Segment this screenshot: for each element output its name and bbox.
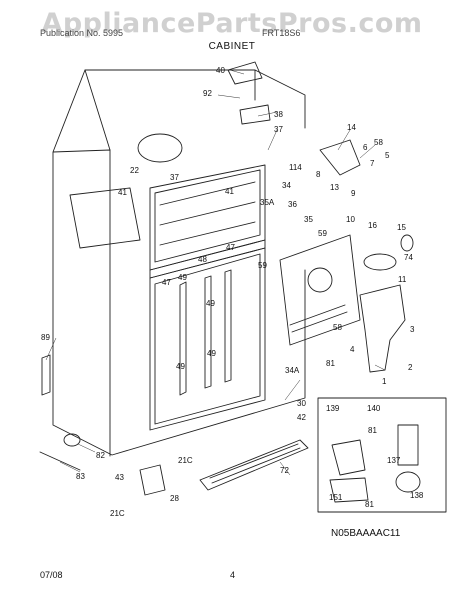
section-title: CABINET	[208, 41, 256, 52]
callout-37: 37	[274, 125, 283, 134]
callout-82: 82	[96, 451, 105, 460]
callout-41-left: 41	[118, 188, 127, 197]
callout-28: 28	[170, 494, 179, 503]
callout-37-freezer: 37	[170, 173, 179, 182]
rear-bracket	[41, 354, 51, 396]
inset-box	[317, 397, 447, 513]
callout-6: 6	[363, 143, 368, 152]
fresh-food-opening	[149, 247, 266, 431]
top-hinge	[227, 61, 263, 85]
thermostat-bracket	[319, 139, 361, 176]
cabinet-shell	[52, 69, 306, 457]
bottom-hinge	[139, 464, 166, 496]
water-valve	[331, 439, 366, 476]
callout-92: 92	[203, 89, 212, 98]
callout-42: 42	[297, 413, 306, 422]
callout-81: 81	[326, 359, 335, 368]
callout-81-inset-b: 81	[365, 500, 374, 509]
callout-151: 151	[329, 493, 343, 502]
callout-81-inset-a: 81	[368, 426, 377, 435]
callout-49-b: 49	[206, 299, 215, 308]
callout-38: 38	[274, 110, 283, 119]
callout-83: 83	[76, 472, 85, 481]
callout-49-c: 49	[207, 349, 216, 358]
callout-22: 22	[130, 166, 139, 175]
callout-2: 2	[408, 363, 413, 372]
callout-35: 35	[304, 215, 313, 224]
footer-date: 07/08	[40, 570, 63, 580]
evaporator-cover	[69, 187, 141, 249]
callout-21C-top: 21C	[178, 456, 193, 465]
callout-114: 114	[289, 163, 302, 172]
callout-21C-bottom: 21C	[110, 509, 125, 518]
toe-grille	[199, 439, 309, 491]
callout-36: 36	[288, 200, 297, 209]
callout-35A: 35A	[260, 198, 275, 207]
callout-15: 15	[397, 223, 406, 232]
control-housing	[279, 234, 361, 346]
callout-4: 4	[350, 345, 355, 354]
filter-cartridge	[397, 424, 419, 466]
air-duct	[359, 284, 406, 373]
callout-9: 9	[351, 189, 356, 198]
watermark: AppliancePartsPros.com	[41, 8, 423, 39]
callout-138: 138	[410, 491, 424, 500]
callout-140: 140	[367, 404, 381, 413]
callout-10: 10	[346, 215, 355, 224]
callout-58-lower: 58	[333, 323, 342, 332]
callout-59-left: 59	[258, 261, 267, 270]
shelf-rail-mid	[204, 275, 212, 389]
lamp-socket	[363, 253, 397, 271]
callout-8: 8	[316, 170, 321, 179]
callout-43: 43	[115, 473, 124, 482]
cabinet-top-edge	[84, 69, 256, 151]
callout-13: 13	[330, 183, 339, 192]
callout-41-mid: 41	[225, 187, 234, 196]
callout-47-left: 47	[162, 278, 171, 287]
callout-3: 3	[410, 325, 415, 334]
callout-16: 16	[368, 221, 377, 230]
callout-48: 48	[198, 255, 207, 264]
shelf-rail-right	[224, 269, 232, 383]
callout-47-right: 47	[226, 243, 235, 252]
callout-72: 72	[280, 466, 289, 475]
callout-11: 11	[398, 275, 407, 284]
callout-7: 7	[370, 159, 375, 168]
callout-137: 137	[387, 456, 401, 465]
mullion	[149, 239, 266, 279]
callout-1: 1	[382, 377, 387, 386]
top-vent	[137, 133, 183, 163]
callout-34A: 34A	[285, 366, 300, 375]
shelf-rail-left	[179, 281, 187, 396]
callout-58: 58	[374, 138, 383, 147]
callout-14: 14	[347, 123, 356, 132]
leveler	[63, 433, 81, 447]
callout-5: 5	[385, 151, 390, 160]
callout-89: 89	[41, 333, 50, 342]
publication-number: Publication No. 5995	[40, 28, 124, 38]
model-number: FRT18S6	[262, 28, 301, 38]
callout-49-d: 49	[176, 362, 185, 371]
callout-74: 74	[404, 253, 413, 262]
figure-code: N05BAAAAC11	[331, 528, 401, 539]
callout-30: 30	[297, 399, 306, 408]
callout-40: 40	[216, 66, 225, 75]
callout-139: 139	[326, 404, 340, 413]
freezer-opening	[149, 164, 266, 271]
callout-49-a: 49	[178, 273, 187, 282]
callout-34: 34	[282, 181, 291, 190]
callout-59-right: 59	[318, 229, 327, 238]
footer-page: 4	[230, 570, 236, 580]
